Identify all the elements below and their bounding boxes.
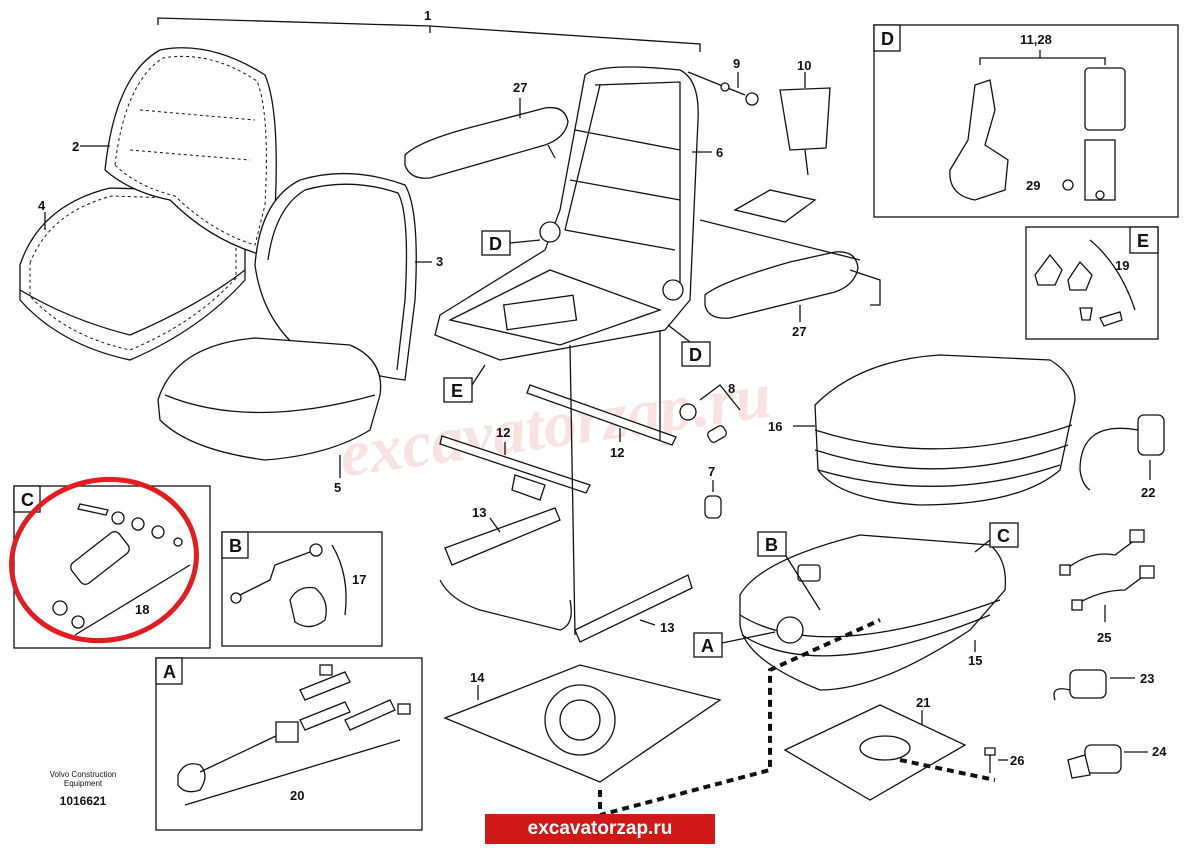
callout-26: 26 [1010,753,1024,768]
label-box-a [693,632,723,658]
panel-a-label: A [163,662,176,682]
label-e: E [451,381,463,401]
cap-7 [704,495,722,519]
callout-4: 4 [38,198,46,213]
armrest-27-right [704,251,881,319]
slide-rail-13-lower [574,574,693,643]
diagram-code: 1016621 [59,794,107,808]
callout-19: 19 [1115,258,1129,273]
callout-23: 23 [1140,671,1154,686]
lever-17 [230,543,347,628]
armrest-27-left [404,106,569,179]
panel-e [1025,226,1159,340]
spring-8 [679,384,741,443]
shock-absorber-18 [52,503,191,636]
footer-site-link[interactable]: excavatorzap.ru [485,814,715,844]
callout-15: 15 [968,653,982,668]
brand-block: Volvo Construction Equipment 1016621 [28,770,138,808]
callout-10: 10 [797,58,811,73]
nut-29 [1062,179,1074,191]
cushion-16 [814,354,1076,506]
callout-13-lower: 13 [660,620,674,635]
base-plate-14 [443,664,722,783]
label-d-1: D [489,234,502,254]
clips-19 [1034,239,1136,327]
callout-25: 25 [1097,630,1111,645]
callout-21: 21 [916,695,930,710]
label-box-b [757,531,787,557]
panel-c-label: C [21,490,34,510]
label-box-d-2 [681,341,711,367]
bar-12-lower [439,435,591,501]
seat-frame-6 [434,66,699,361]
callout-12-right: 12 [610,445,624,460]
callout-2: 2 [72,139,79,154]
callout-16: 16 [768,419,782,434]
panel-b-tab [221,531,249,559]
suspension-15 [739,534,1007,691]
callout-1: 1 [424,8,431,23]
panel-b [221,531,383,647]
assembly-line-2 [899,758,996,782]
callout-6: 6 [716,145,723,160]
callout-9: 9 [733,56,740,71]
callout-11-28: 11,28 [1020,32,1052,47]
panel-b-label: B [229,536,242,556]
adjuster-20 [177,664,411,806]
bracket-21 [783,704,967,801]
callout-27-left: 27 [513,80,527,95]
callout-24: 24 [1152,744,1167,759]
label-b: B [765,535,778,555]
seat-cushion-4 [19,187,246,361]
highlight-ring [9,476,199,644]
panel-e-tab [1129,226,1159,254]
callout-12-left: 12 [496,425,510,440]
slide-rail-13-upper [439,507,572,631]
bracket-1 [157,17,701,52]
panel-e-label: E [1137,231,1149,251]
callout-18: 18 [135,602,149,617]
panel-d [873,24,1179,218]
backrest-2 [104,47,277,256]
label-box-e [443,377,473,403]
callout-17: 17 [352,572,366,587]
label-box-d-1 [481,230,511,256]
callout-22: 22 [1141,485,1155,500]
panel-d-label: D [881,29,894,49]
panel-d-tab [873,24,901,52]
switch-24 [1067,744,1122,779]
seat-belt-buckle [949,67,1126,201]
bar-12-upper [526,384,677,446]
bolt-26 [984,747,996,773]
callout-8: 8 [728,381,735,396]
callout-14: 14 [470,670,485,685]
label-box-c [989,522,1019,548]
label-c: C [997,526,1010,546]
callout-7: 7 [708,464,715,479]
callout-20: 20 [290,788,304,803]
label-d-2: D [689,345,702,365]
callout-29: 29 [1026,178,1040,193]
brand-line-2: Equipment [63,779,103,788]
callout-13-upper: 13 [472,505,486,520]
sheet-10 [733,87,831,223]
brand-line-1: Volvo Construction [49,770,117,779]
bolt-9 [687,71,759,106]
panel-a-tab [155,657,183,685]
assembly-line-1 [598,618,881,818]
panel-a [155,657,423,831]
callout-5: 5 [334,480,341,495]
callout-27-right: 27 [792,324,806,339]
wire-harness-25 [1059,529,1155,611]
label-a: A [701,636,714,656]
switch-23 [1053,669,1107,701]
seat-cushion-5 [157,337,382,461]
callout-3: 3 [436,254,443,269]
sensor-22 [1079,414,1165,491]
